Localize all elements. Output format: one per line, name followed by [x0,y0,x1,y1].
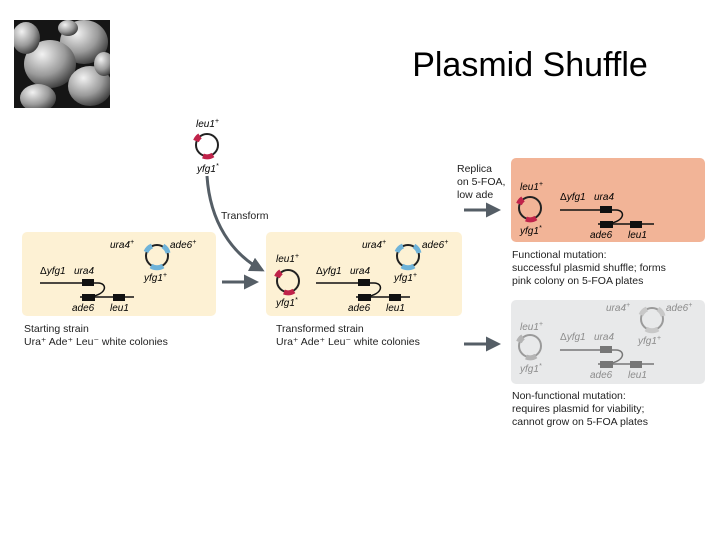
svg-text:ura4: ura4 [74,266,94,277]
svg-text:ura4+: ura4+ [110,239,134,251]
starting-caption: Starting strain Ura⁺ Ade⁺ Leu⁻ white col… [24,323,168,348]
svg-text:ura4+: ura4+ [362,239,386,251]
svg-text:Δyfg1: Δyfg1 [316,266,342,277]
svg-text:yfg1+: yfg1+ [143,272,167,284]
svg-text:cannot grow on 5-FOA plates: cannot grow on 5-FOA plates [512,416,648,428]
svg-text:ade6: ade6 [348,303,371,314]
transformed-chromosome: Δyfg1 ura4 ade6 leu1 [316,266,410,314]
svg-text:ura4: ura4 [350,266,370,277]
svg-text:ade6: ade6 [590,370,613,381]
functional-panel [511,158,705,242]
svg-text:ade6+: ade6+ [170,239,196,251]
svg-text:yfg1+: yfg1+ [393,272,417,284]
svg-text:leu1+: leu1+ [520,321,543,333]
svg-text:yfg1*: yfg1* [275,297,298,309]
svg-text:Replica: Replica [457,163,492,175]
top-plasmid: leu1+ yfg1* [193,118,219,175]
svg-text:leu1: leu1 [628,230,647,241]
svg-text:yfg1*: yfg1* [519,363,542,375]
top-leu1-label: leu1+ [196,118,219,130]
replica-label: Replica on 5-FOA, low ade [457,163,505,201]
transformed-caption: Transformed strain Ura⁺ Ade⁺ Leu⁻ white … [276,323,420,348]
svg-text:successful plasmid shuffle; fo: successful plasmid shuffle; forms [512,262,666,274]
functional-chromosome: Δyfg1 ura4 ade6 leu1 [560,192,654,241]
yeast-sem-photo [14,20,110,108]
nonfunctional-chromosome: Δyfg1 ura4 ade6 leu1 [560,332,654,381]
svg-text:Non-functional mutation:: Non-functional mutation: [512,390,626,402]
svg-text:ade6: ade6 [72,303,95,314]
transformed-strain-panel [266,232,462,316]
svg-text:ade6+: ade6+ [422,239,448,251]
svg-text:yfg1*: yfg1* [519,225,542,237]
transform-label: Transform [221,210,269,222]
nonfunctional-caption: Non-functional mutation: requires plasmi… [512,390,648,428]
svg-text:requires plasmid for viability: requires plasmid for viability; [512,403,644,415]
svg-text:low ade: low ade [457,189,493,201]
svg-text:ura4+: ura4+ [606,302,630,314]
svg-text:Ura⁺ Ade⁺ Leu⁻ white colonies: Ura⁺ Ade⁺ Leu⁻ white colonies [276,336,420,348]
svg-text:pink colony on 5-FOA plates: pink colony on 5-FOA plates [512,275,643,287]
nonfunctional-ura4-ade6-plasmid: ura4+ ade6+ yfg1+ [606,302,692,347]
svg-text:on 5-FOA,: on 5-FOA, [457,176,505,188]
functional-leu1-plasmid: leu1+ yfg1* [516,181,543,237]
svg-text:Transformed strain: Transformed strain [276,323,364,335]
svg-text:ura4: ura4 [594,192,614,203]
svg-text:Functional mutation:: Functional mutation: [512,249,607,261]
nonfunctional-panel [511,300,705,384]
transformed-ura4-ade6-plasmid: ura4+ ade6+ yfg1+ [362,239,448,284]
nonfunctional-leu1-plasmid: leu1+ yfg1* [516,321,543,375]
starting-chromosome: Δyfg1 ura4 ade6 leu1 [40,266,134,314]
svg-text:leu1: leu1 [386,303,405,314]
svg-text:Δyfg1: Δyfg1 [560,192,586,203]
svg-text:Δyfg1: Δyfg1 [560,332,586,343]
svg-text:leu1+: leu1+ [276,253,299,265]
top-yfg1-label: yfg1* [196,163,219,175]
svg-text:ade6+: ade6+ [666,302,692,314]
svg-text:Ura⁺ Ade⁺ Leu⁻ white colonies: Ura⁺ Ade⁺ Leu⁻ white colonies [24,336,168,348]
functional-caption: Functional mutation: successful plasmid … [512,249,666,287]
svg-text:leu1: leu1 [110,303,129,314]
svg-text:leu1: leu1 [628,370,647,381]
slide-title: Plasmid Shuffle [412,46,648,84]
starting-ura4-ade6-plasmid: ura4+ ade6+ yfg1+ [110,239,196,284]
svg-text:ura4: ura4 [594,332,614,343]
svg-text:Δyfg1: Δyfg1 [40,266,66,277]
transform-arrow [205,175,265,272]
transformed-leu1-plasmid: leu1+ yfg1* [274,253,300,309]
svg-text:ade6: ade6 [590,230,613,241]
svg-text:leu1+: leu1+ [520,181,543,193]
svg-text:yfg1+: yfg1+ [637,335,661,347]
svg-text:Starting strain: Starting strain [24,323,89,335]
